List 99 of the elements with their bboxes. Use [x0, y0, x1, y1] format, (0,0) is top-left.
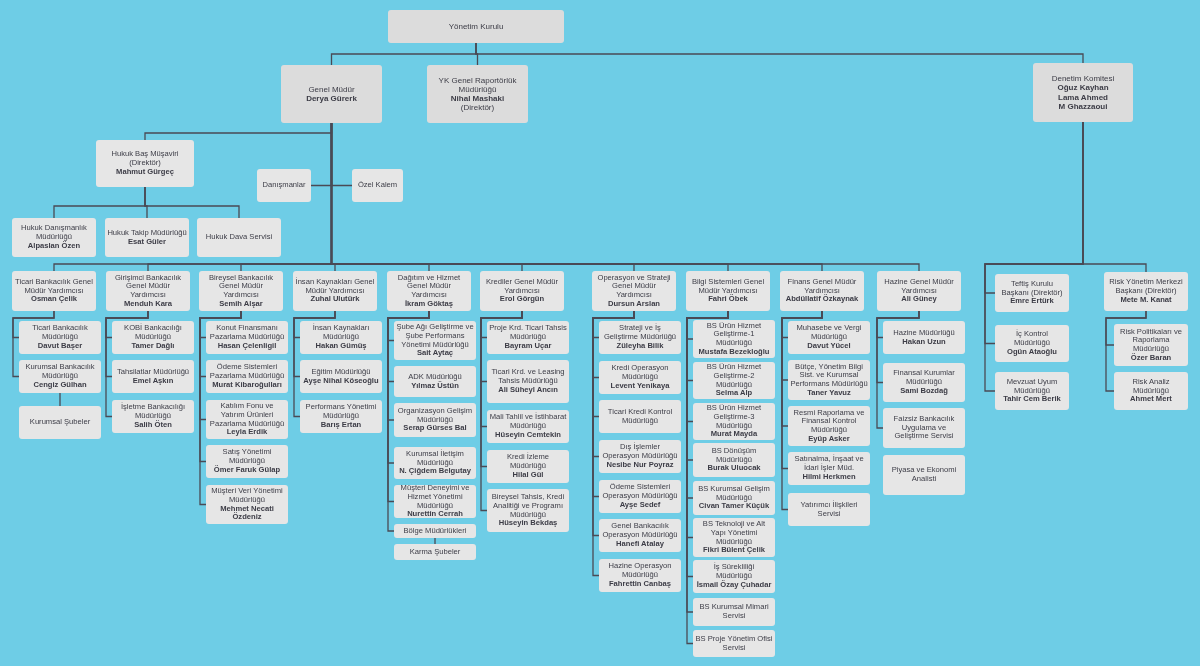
connector-line	[475, 42, 1084, 64]
org-box	[387, 271, 471, 311]
connector-line	[12, 310, 55, 378]
org-box	[394, 524, 476, 538]
connector-line	[1082, 121, 1147, 273]
org-box	[599, 559, 681, 592]
org-box	[883, 321, 965, 354]
org-box	[693, 560, 775, 593]
org-box	[599, 480, 681, 513]
org-box	[206, 445, 288, 478]
org-box	[394, 447, 476, 479]
org-box	[599, 519, 681, 552]
unit-title: Genel Müdür	[308, 84, 355, 94]
org-box	[487, 410, 569, 443]
org-box	[599, 361, 681, 394]
connector-line	[144, 186, 240, 219]
org-box	[487, 450, 569, 483]
connector-line	[59, 392, 61, 407]
org-box	[1114, 372, 1188, 410]
org-box	[693, 443, 775, 477]
org-box	[19, 321, 101, 354]
org-box	[693, 598, 775, 626]
org-box	[257, 169, 311, 202]
org-box	[877, 271, 961, 311]
org-box	[388, 10, 564, 43]
org-box	[300, 400, 382, 433]
org-box	[394, 485, 476, 518]
org-box	[883, 408, 965, 448]
connector-line	[480, 310, 523, 512]
org-box	[995, 325, 1069, 362]
org-box	[293, 271, 377, 311]
org-box	[788, 406, 870, 446]
org-box	[487, 489, 569, 532]
org-box	[206, 485, 288, 524]
org-box	[693, 518, 775, 557]
org-box	[112, 321, 194, 354]
org-box	[199, 271, 283, 311]
org-box	[19, 360, 101, 393]
org-box	[197, 218, 281, 257]
org-box	[599, 321, 681, 354]
org-box	[693, 320, 775, 358]
org-box	[592, 271, 676, 311]
org-box	[300, 321, 382, 354]
org-box	[206, 400, 288, 439]
org-box	[1114, 324, 1188, 366]
org-box	[206, 360, 288, 393]
org-box	[883, 455, 965, 495]
org-box	[788, 452, 870, 485]
person-name: Oğuz Kayhan	[1057, 83, 1109, 93]
person-name: M Ghazzaoui	[1058, 101, 1108, 111]
org-box	[1104, 272, 1188, 311]
org-box	[427, 65, 528, 123]
org-box	[105, 218, 189, 257]
org-box	[599, 400, 681, 433]
org-box	[300, 360, 382, 393]
org-box	[788, 360, 870, 400]
org-box	[112, 360, 194, 393]
org-box	[394, 544, 476, 560]
org-box	[487, 360, 569, 403]
org-box	[206, 321, 288, 354]
unit-title: (Direktör)	[460, 103, 495, 113]
org-box	[1033, 63, 1133, 122]
connector-line	[199, 310, 242, 506]
unit-title: YK Genel Raportörlük Müdürlüğü	[437, 75, 518, 94]
org-box	[96, 140, 194, 187]
org-box	[19, 406, 101, 439]
person-name: Nihal Mashaki	[450, 94, 505, 104]
org-box	[12, 271, 96, 311]
connector-line	[1105, 310, 1147, 392]
unit-title: Yönetim Kurulu	[448, 21, 504, 32]
org-box	[394, 321, 476, 360]
connector-line	[105, 310, 149, 418]
org-box	[394, 366, 476, 397]
org-box	[599, 440, 681, 473]
connector-line	[781, 310, 823, 511]
org-box	[12, 218, 96, 257]
org-box	[487, 321, 569, 354]
org-box	[394, 403, 476, 437]
org-box	[788, 321, 870, 354]
person-name: Derya Gürerk	[306, 94, 357, 104]
org-box	[883, 363, 965, 402]
connector-line	[876, 310, 920, 429]
unit-title: Denetim Komitesi	[1051, 74, 1115, 84]
org-box	[281, 65, 382, 123]
org-box	[693, 362, 775, 399]
connector-line	[434, 537, 436, 545]
person-name: Lama Ahmed	[1058, 92, 1108, 102]
org-box	[788, 493, 870, 526]
org-box	[995, 274, 1069, 312]
org-box	[352, 169, 403, 202]
org-box	[112, 400, 194, 433]
org-box	[693, 403, 775, 440]
org-box	[693, 481, 775, 515]
org-box	[480, 271, 564, 311]
org-box	[106, 271, 190, 311]
org-box	[780, 271, 864, 311]
connector-line	[293, 310, 336, 418]
org-box	[995, 372, 1069, 410]
org-box	[686, 271, 770, 311]
